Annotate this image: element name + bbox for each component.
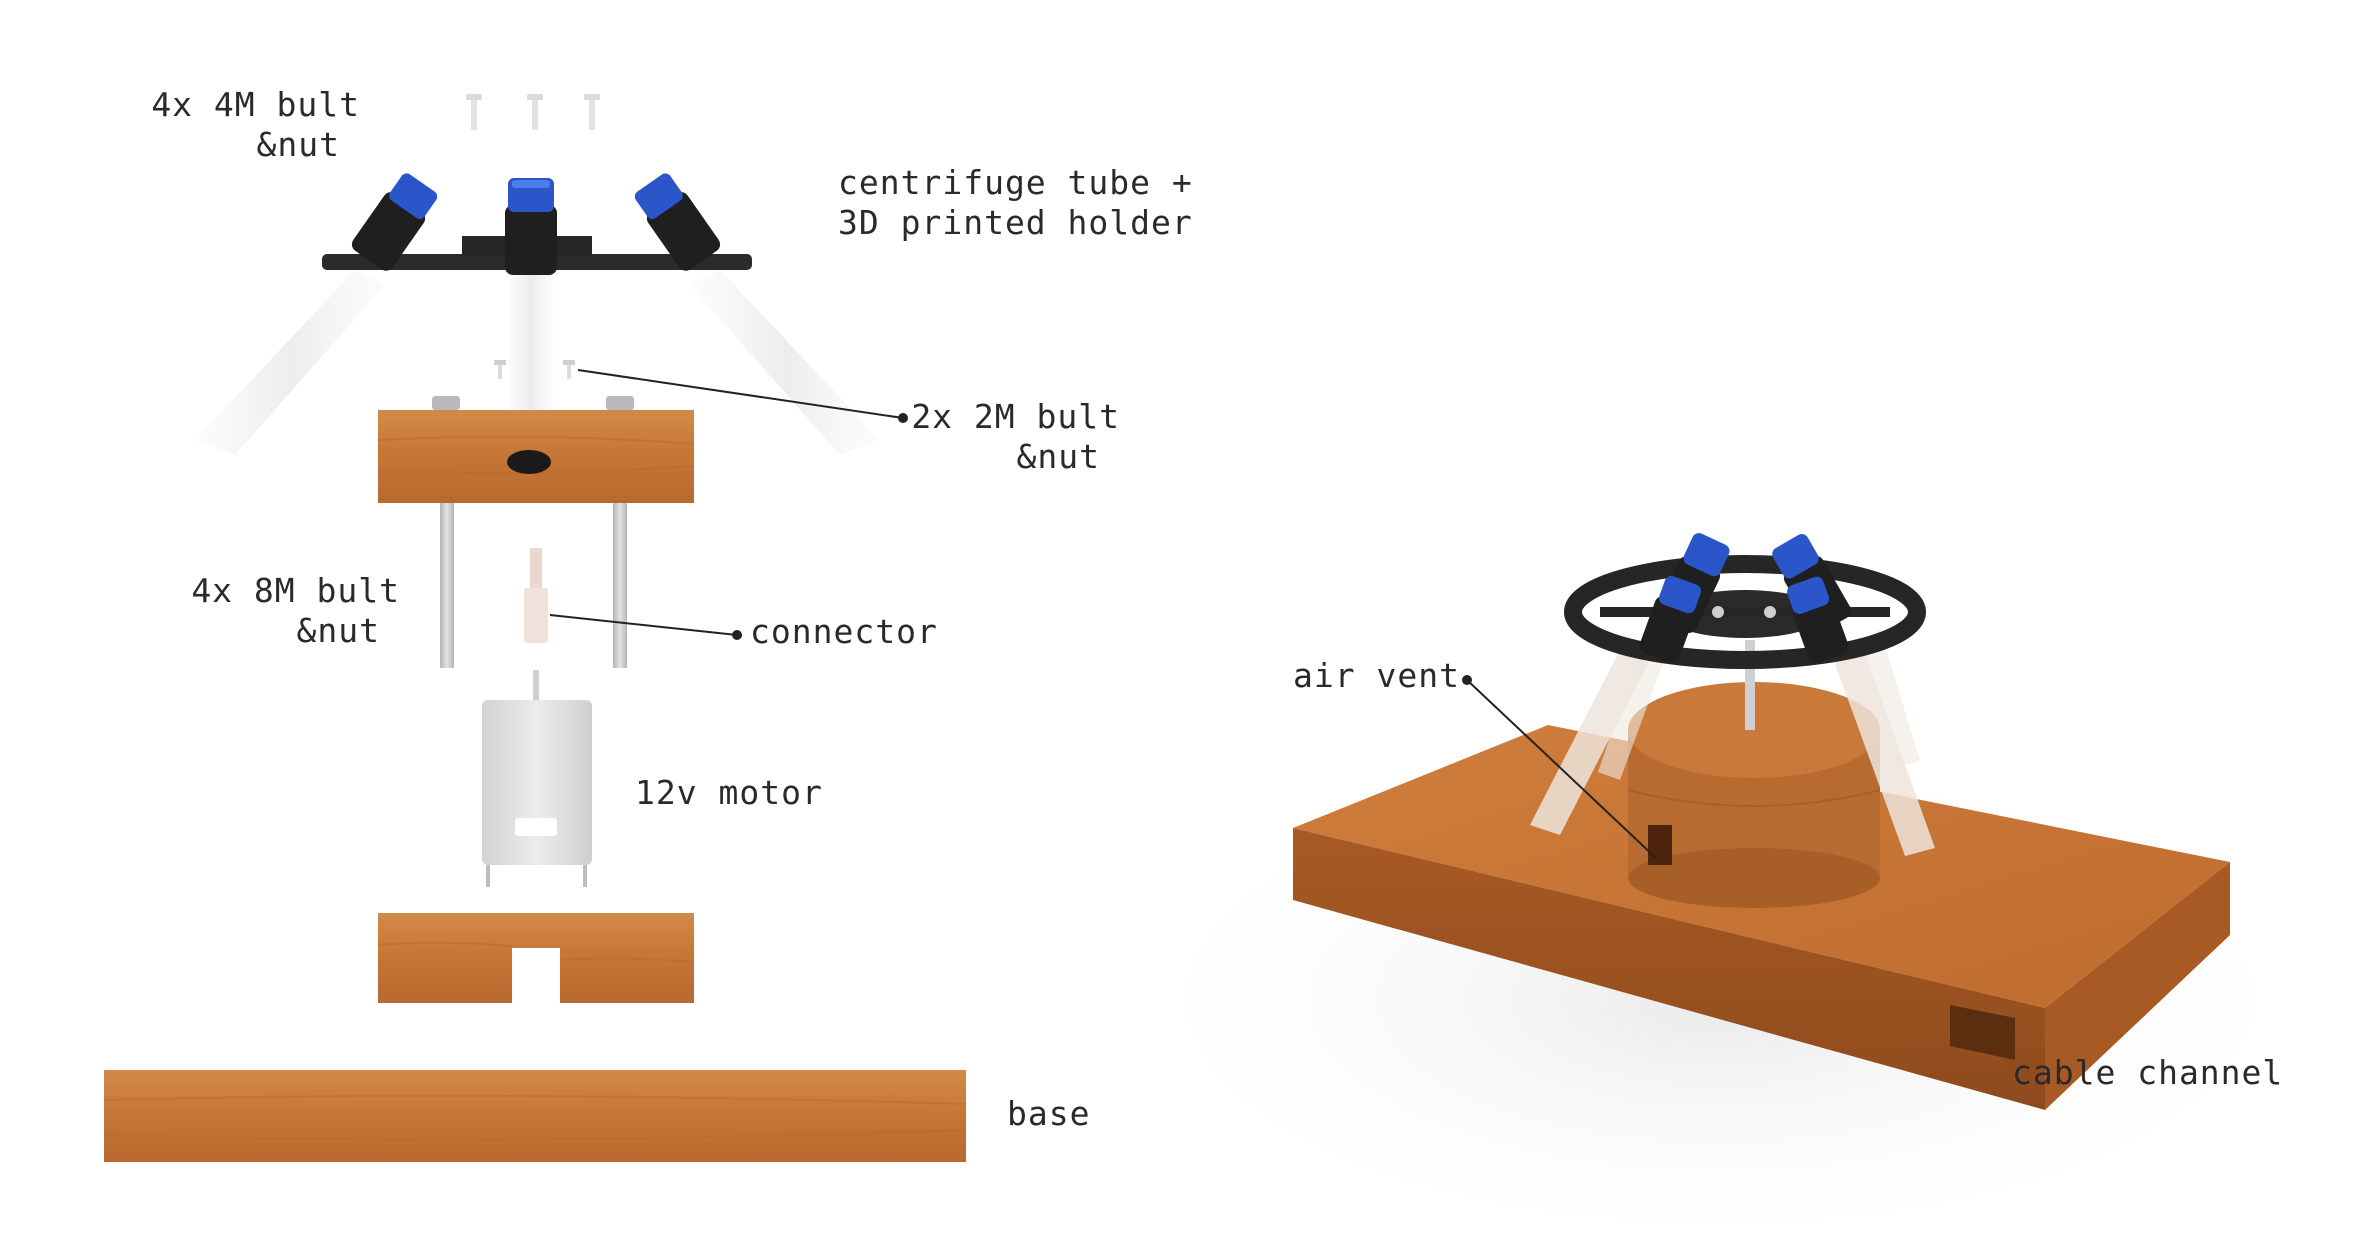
label-bolts-8m: 4x 8M bult &nut <box>191 571 400 650</box>
label-tube-holder: centrifuge tube + 3D printed holder <box>838 163 1193 242</box>
assembled-centrifuge <box>1100 533 2340 1241</box>
bolt-4m-icon <box>466 94 482 130</box>
label-air-vent: air vent <box>1293 656 1460 695</box>
base-plank <box>103 1070 967 1162</box>
label-cable-channel: cable channel <box>2012 1053 2284 1092</box>
bolt-4m-icon <box>527 94 543 130</box>
label-motor: 12v motor <box>635 773 823 812</box>
label-bolts-4m: 4x 4M bult &nut <box>151 85 360 164</box>
bolts-2m-group <box>494 360 575 379</box>
lower-wood-block <box>377 913 695 1003</box>
bolts-8m-group <box>440 503 627 668</box>
label-connector: connector <box>750 612 938 651</box>
label-base: base <box>1007 1094 1091 1133</box>
bolt-4m-icon <box>584 94 600 130</box>
label-bolts-2m: 2x 2M bult &nut <box>911 397 1120 476</box>
upper-wood-block <box>377 396 695 503</box>
connector-part <box>524 548 548 643</box>
leader-lines-left <box>549 369 908 640</box>
tube-holder <box>322 173 752 275</box>
leader-line-air-vent <box>1462 675 1657 859</box>
motor-part <box>482 670 592 887</box>
air-vent-hole <box>1648 825 1672 865</box>
bolts-4m-group <box>466 94 600 130</box>
